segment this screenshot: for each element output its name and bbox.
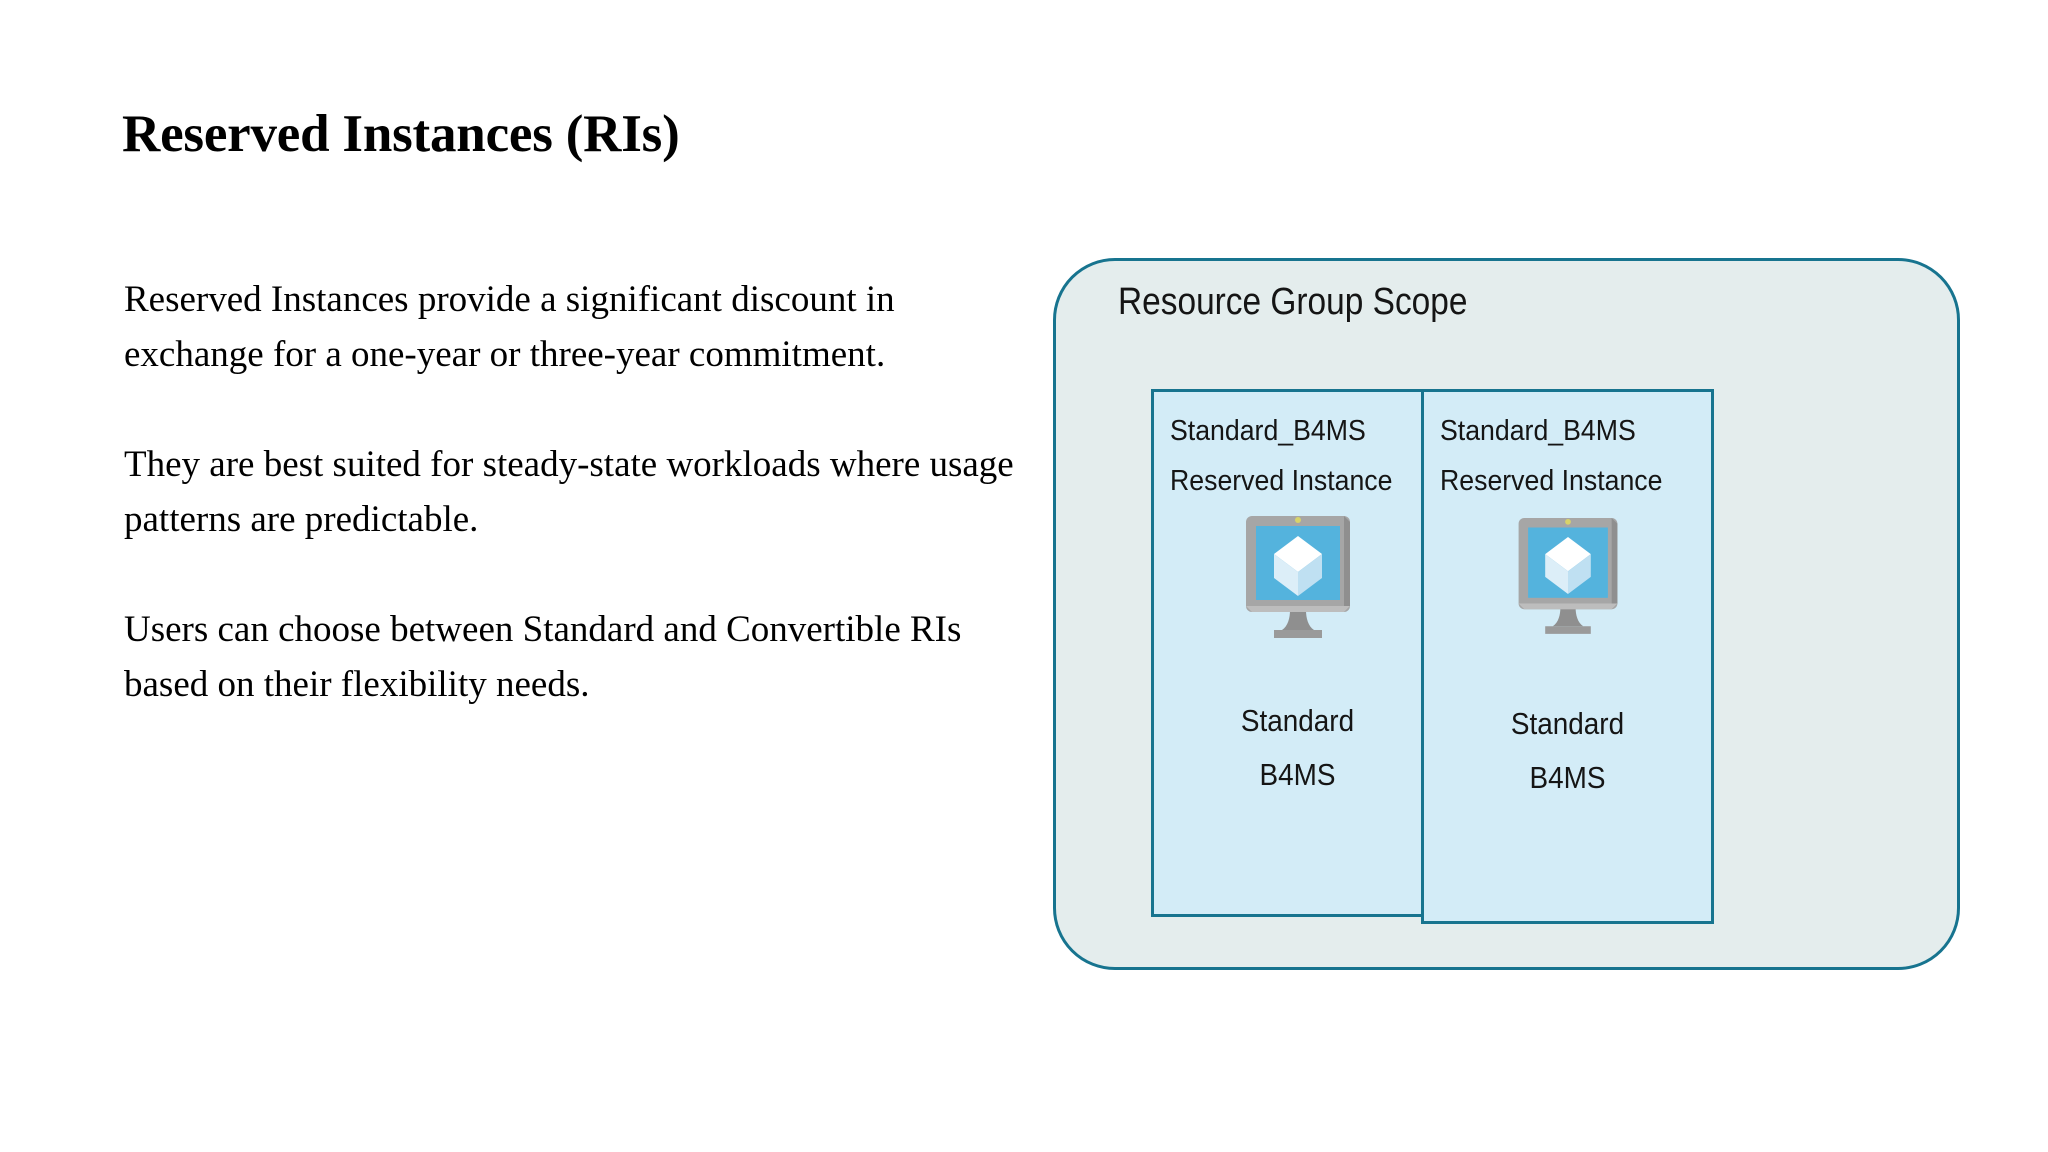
reserved-instance-card-caption: Standard B4MS: [1424, 697, 1711, 805]
vm-sku-label: Standard_B4MS: [1440, 415, 1636, 447]
virtual-machine-icon: [1511, 514, 1625, 641]
caption-line-1: Standard: [1510, 706, 1625, 741]
body-text: Reserved Instances provide a significant…: [124, 272, 1024, 712]
instance-type-label: Reserved Instance: [1440, 465, 1663, 497]
resource-group-scope-container: Resource Group Scope Standard_B4MS Reser…: [1053, 258, 1960, 970]
reserved-instance-card-caption: Standard B4MS: [1154, 694, 1441, 802]
reserved-instance-card: Standard_B4MS Reserved Instance Standard…: [1421, 389, 1714, 924]
page-title: Reserved Instances (RIs): [122, 105, 680, 163]
paragraph-1: Reserved Instances provide a significant…: [124, 279, 895, 375]
caption-line-2: B4MS: [1259, 757, 1336, 792]
reserved-instance-card: Standard_B4MS Reserved Instance: [1151, 389, 1444, 917]
caption-line-1: Standard: [1240, 703, 1355, 738]
virtual-machine-icon: [1238, 512, 1358, 645]
paragraph-3: Users can choose between Standard and Co…: [124, 609, 962, 705]
instance-type-label: Reserved Instance: [1170, 465, 1393, 497]
paragraph-2: They are best suited for steady-state wo…: [124, 444, 1014, 540]
reserved-instance-card-heading: Standard_B4MS Reserved Instance: [1440, 406, 1662, 506]
vm-sku-label: Standard_B4MS: [1170, 415, 1366, 447]
reserved-instance-card-heading: Standard_B4MS Reserved Instance: [1170, 406, 1392, 506]
resource-group-scope-label: Resource Group Scope: [1118, 281, 1468, 323]
caption-line-2: B4MS: [1529, 760, 1606, 795]
